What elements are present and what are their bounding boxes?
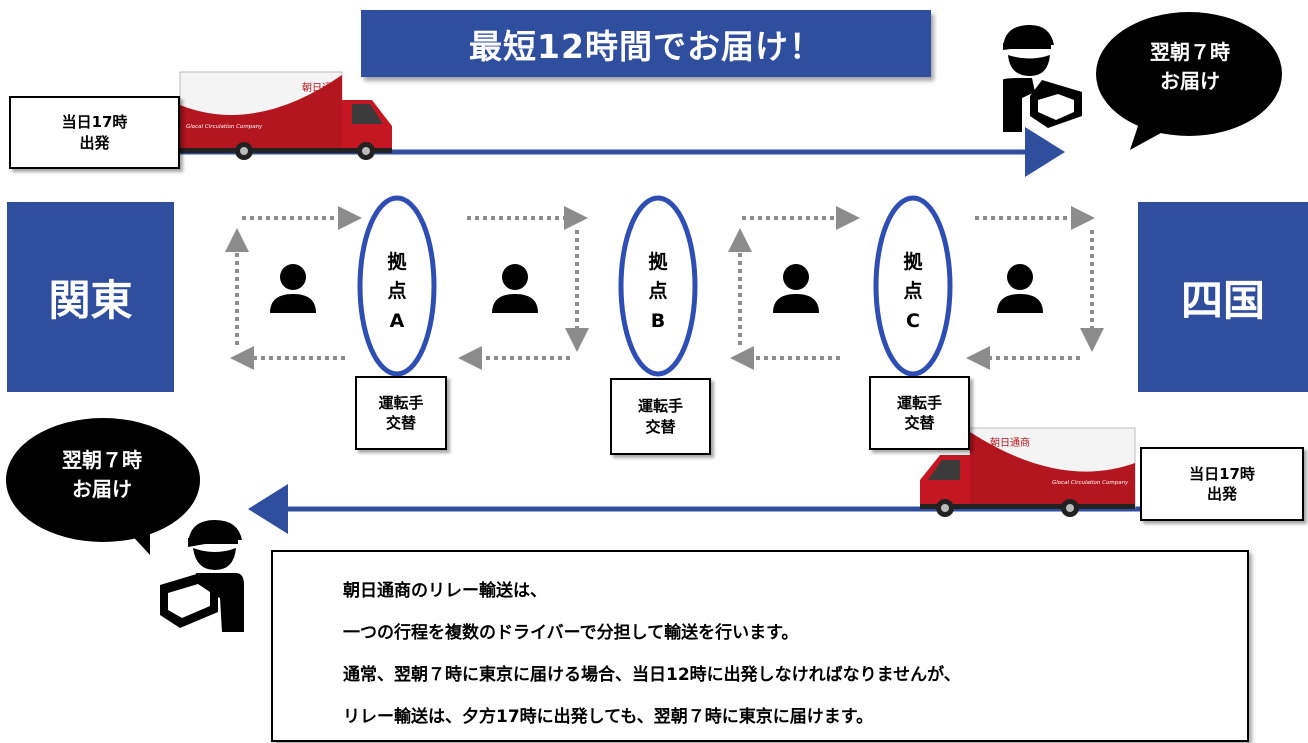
top-departure-label: 出発 [79, 133, 110, 152]
bottom-departure-box: 当日17時 出発 [1140, 447, 1304, 521]
relay-loop-3 [728, 206, 860, 370]
delivery-person-icon [1003, 25, 1082, 132]
speech-bubble-bottom-left [6, 418, 200, 555]
relay-loop-1 [225, 206, 362, 370]
svg-text:Glocal Circulation Company: Glocal Circulation Company [1052, 480, 1129, 486]
driver-change-box-c: 運転手交替 [869, 376, 970, 450]
title-banner: 最短12時間でお届け！ [361, 10, 931, 77]
delivery-person-icon [160, 520, 244, 632]
driver-change-box-b: 運転手交替 [610, 378, 711, 455]
svg-text:朝日通商: 朝日通商 [990, 436, 1030, 449]
driver-icon [997, 264, 1043, 313]
driver-icon [492, 264, 538, 313]
region-shikoku: 四国 [1138, 202, 1308, 392]
bottom-departure-label: 出発 [1206, 485, 1237, 503]
hub-b-outline [618, 195, 698, 377]
hub-a-outline [357, 195, 437, 377]
svg-text:Glocal Circulation Company: Glocal Circulation Company [186, 124, 263, 130]
speech-bubble-top-right [1096, 12, 1282, 150]
driver-change-box-a: 運転手交替 [355, 376, 447, 450]
truck-illustration-top: 朝日通商 Glocal Circulation Company [179, 71, 392, 160]
bottom-arrival-text: 翌朝７時 お届け [62, 448, 142, 501]
top-arrival-text: 翌朝７時 お届け [1150, 40, 1230, 93]
explanation-box: 朝日通商のリレー輸送は、 一つの行程を複数のドライバーで分担して輸送を行います。… [271, 550, 1249, 742]
svg-text:朝日通商: 朝日通商 [302, 81, 342, 94]
hub-c-outline [873, 195, 953, 377]
bottom-departure-time: 当日17時 [1189, 464, 1255, 483]
top-departure-time: 当日17時 [61, 113, 128, 132]
top-departure-box: 当日17時 出発 [9, 96, 180, 169]
explanation-line-1: 朝日通商のリレー輸送は、 [343, 581, 547, 601]
explanation-line-3: 通常、翌朝７時に東京に届ける場合、当日12時に出発しなければなりませんが、 [343, 665, 961, 685]
relay-loop-4 [966, 206, 1104, 370]
truck-illustration-bottom: 朝日通商 Glocal Circulation Company [920, 427, 1136, 517]
driver-icon [773, 264, 819, 313]
driver-icon [270, 264, 316, 313]
region-kanto: 関東 [7, 202, 174, 392]
relay-loop-2 [458, 206, 589, 370]
explanation-line-2: 一つの行程を複数のドライバーで分担して輸送を行います。 [343, 623, 799, 643]
explanation-line-4: リレー輸送は、夕方17時に出発しても、翌朝７時に東京に届けます。 [343, 707, 874, 727]
